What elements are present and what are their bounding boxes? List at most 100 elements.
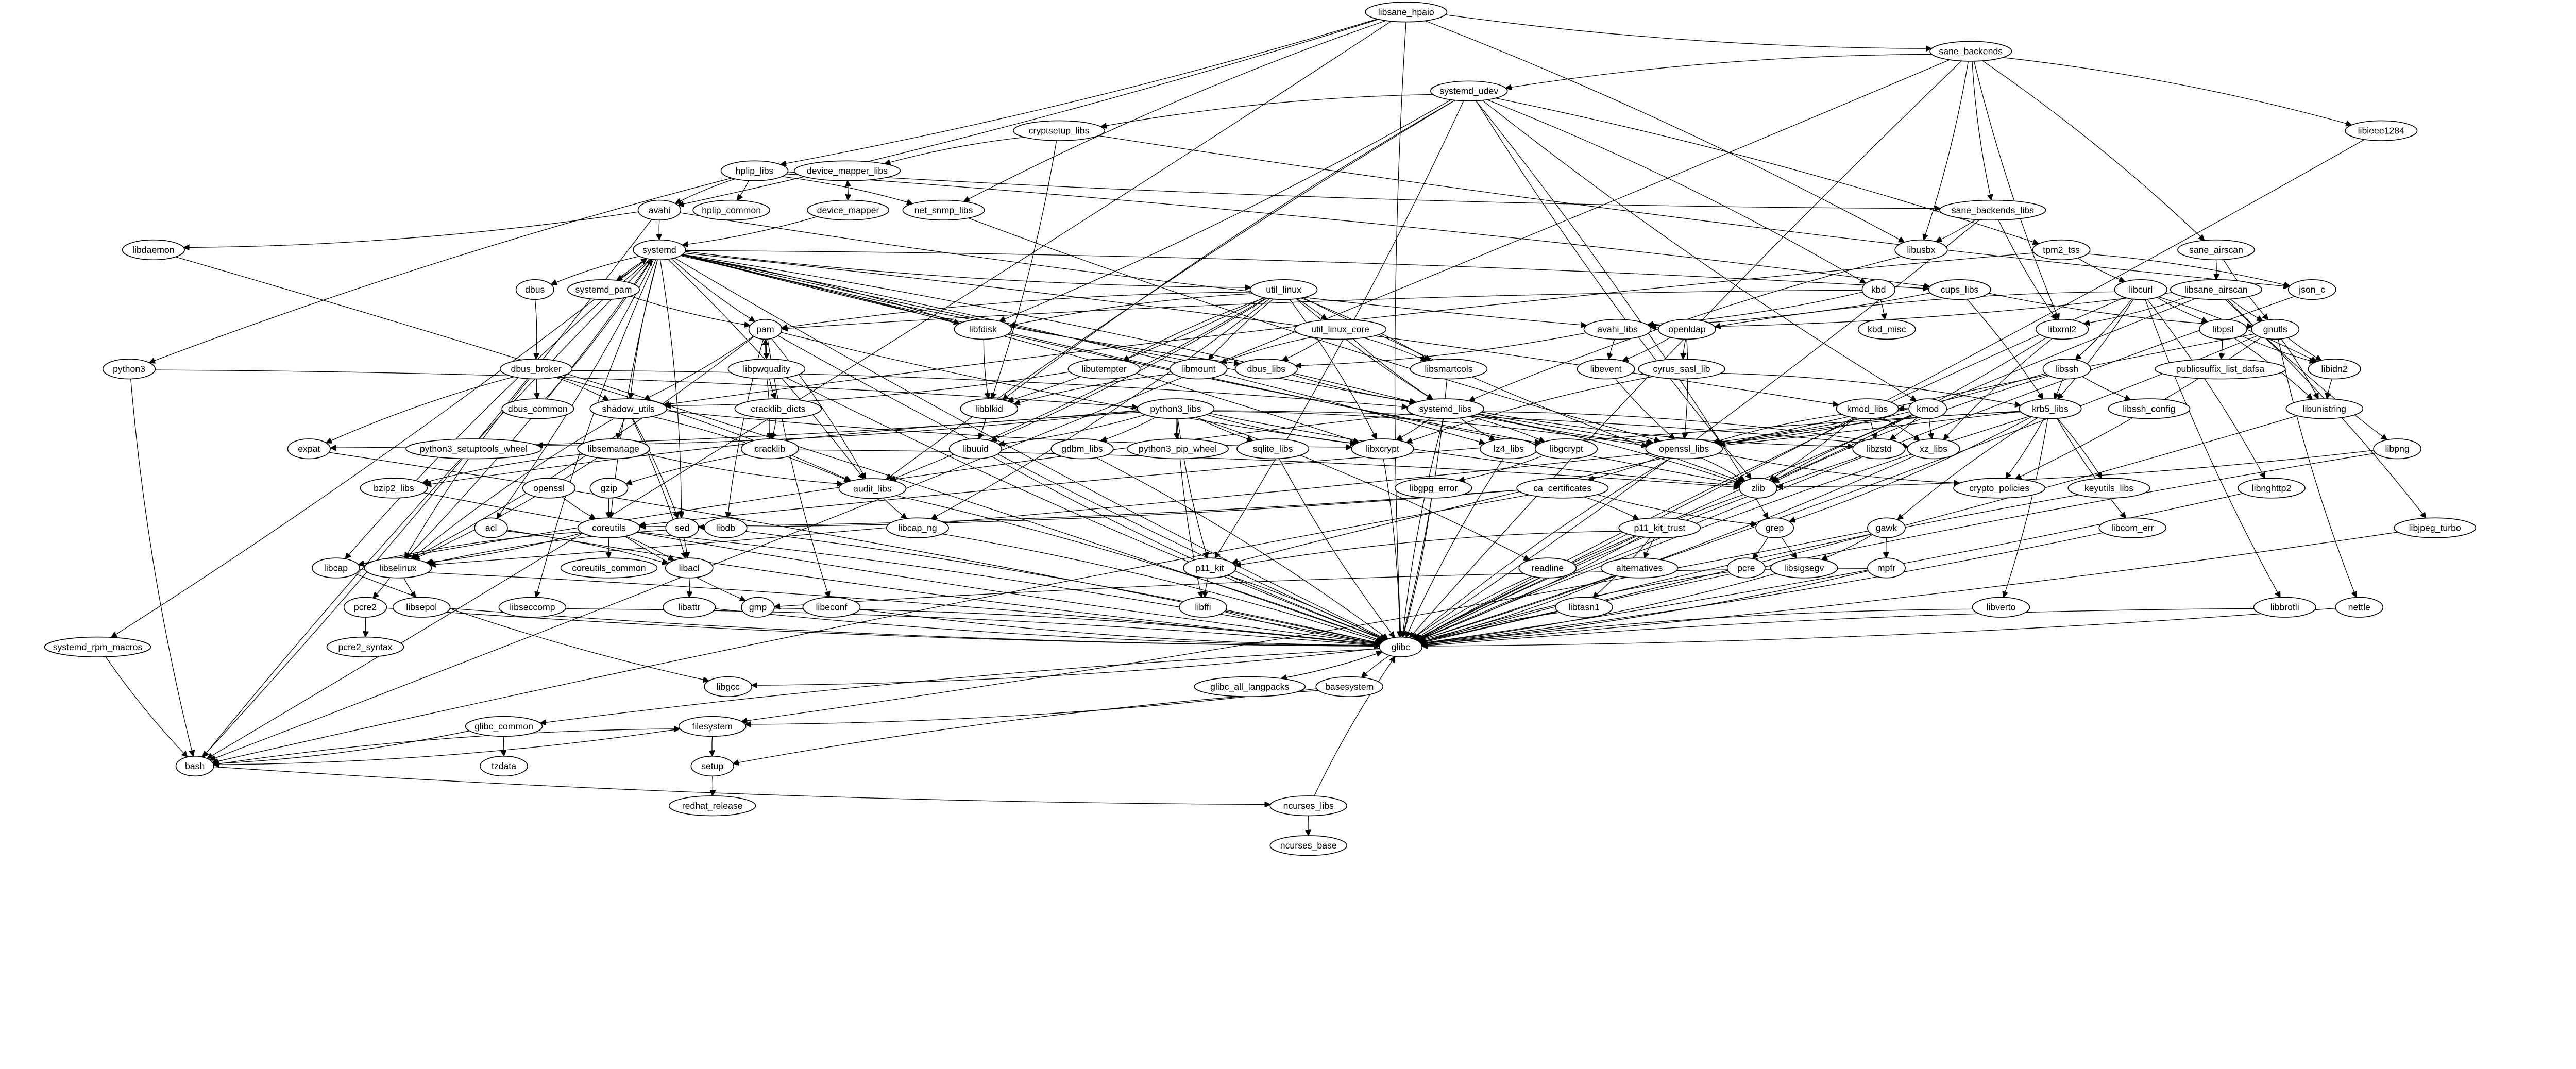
graph-node-ncurses-libs[interactable]: ncurses_libs	[1269, 795, 1348, 817]
graph-node-gdbm-libs[interactable]: gdbm_libs	[1050, 438, 1114, 460]
graph-node-libmount[interactable]: libmount	[1169, 359, 1228, 380]
graph-node-openldap[interactable]: openldap	[1658, 319, 1716, 340]
graph-node-dbus-libs[interactable]: dbus_libs	[1234, 359, 1298, 380]
graph-node-cracklib-dicts[interactable]: cracklib_dicts	[734, 398, 822, 419]
graph-node-systemd-libs[interactable]: systemd_libs	[1406, 398, 1484, 419]
graph-node-libsigsegv[interactable]: libsigsegv	[1770, 557, 1838, 579]
graph-node-lz4-libs[interactable]: lz4_libs	[1479, 438, 1538, 460]
graph-node-zlib[interactable]: zlib	[1739, 478, 1777, 499]
graph-node-publicsuffix-list-dafsa[interactable]: publicsuffix_list_dafsa	[2155, 359, 2286, 380]
graph-node-libsane-airscan[interactable]: libsane_airscan	[2170, 279, 2262, 300]
graph-node-libcurl[interactable]: libcurl	[2114, 279, 2167, 300]
graph-node-libevent[interactable]: libevent	[1577, 359, 1635, 380]
graph-node-net-snmp-libs[interactable]: net_snmp_libs	[902, 199, 985, 220]
graph-node-bash[interactable]: bash	[175, 755, 214, 777]
graph-node-dbus-broker[interactable]: dbus_broker	[500, 359, 573, 380]
graph-node-device-mapper-libs[interactable]: device_mapper_libs	[793, 160, 901, 181]
graph-node-libutempter[interactable]: libutempter	[1067, 359, 1141, 380]
graph-node-shadow-utils[interactable]: shadow_utils	[589, 398, 668, 419]
graph-node-coreutils-common[interactable]: coreutils_common	[560, 557, 658, 579]
graph-node-coreutils[interactable]: coreutils	[577, 517, 641, 538]
graph-node-libtasn1[interactable]: libtasn1	[1555, 597, 1613, 618]
graph-node-xz-libs[interactable]: xz_libs	[1907, 438, 1960, 460]
graph-node-python3-pip-wheel[interactable]: python3_pip_wheel	[1126, 438, 1229, 460]
graph-node-ncurses-base[interactable]: ncurses_base	[1269, 835, 1348, 856]
graph-node-libpng[interactable]: libpng	[2373, 438, 2421, 460]
graph-node-sqlite-libs[interactable]: sqlite_libs	[1236, 438, 1310, 460]
graph-node-pcre2-syntax[interactable]: pcre2_syntax	[326, 636, 404, 657]
graph-node-acl[interactable]: acl	[474, 517, 508, 538]
graph-node-cracklib[interactable]: cracklib	[740, 438, 799, 460]
graph-node-p11-kit[interactable]: p11_kit	[1183, 557, 1236, 579]
graph-node-libffi[interactable]: libffi	[1179, 597, 1227, 618]
graph-node-util-linux[interactable]: util_linux	[1249, 279, 1318, 300]
graph-node-gawk[interactable]: gawk	[1867, 517, 1906, 538]
graph-node-filesystem[interactable]: filesystem	[678, 716, 747, 737]
graph-node-expat[interactable]: expat	[287, 438, 331, 460]
graph-node-p11-kit-trust[interactable]: p11_kit_trust	[1618, 517, 1701, 538]
graph-node-pcre[interactable]: pcre	[1726, 557, 1766, 579]
graph-node-keyutils-libs[interactable]: keyutils_libs	[2067, 478, 2150, 499]
graph-node-libidn2[interactable]: libidn2	[2308, 359, 2361, 380]
graph-node-libnghttp2[interactable]: libnghttp2	[2238, 478, 2306, 499]
graph-node-avahi-libs[interactable]: avahi_libs	[1583, 319, 1652, 340]
graph-node-pam[interactable]: pam	[748, 319, 783, 340]
graph-node-pcre2[interactable]: pcre2	[343, 597, 387, 618]
graph-node-tzdata[interactable]: tzdata	[480, 755, 528, 777]
graph-node-libusbx[interactable]: libusbx	[1894, 239, 1948, 261]
graph-node-libzstd[interactable]: libzstd	[1852, 438, 1906, 460]
graph-node-libpsl[interactable]: libpsl	[2199, 319, 2247, 340]
graph-node-libcap[interactable]: libcap	[312, 557, 360, 579]
graph-node-libgcrypt[interactable]: libgcrypt	[1534, 438, 1598, 460]
graph-node-libssh[interactable]: libssh	[2042, 359, 2091, 380]
graph-node-python3-setuptools-wheel[interactable]: python3_setuptools_wheel	[405, 438, 542, 460]
graph-node-json-c[interactable]: json_c	[2287, 279, 2336, 300]
graph-node-device-mapper[interactable]: device_mapper	[806, 199, 890, 220]
graph-node-libjpeg-turbo[interactable]: libjpeg_turbo	[2394, 517, 2477, 538]
graph-node-libacl[interactable]: libacl	[665, 557, 714, 579]
graph-node-audit-libs[interactable]: audit_libs	[838, 478, 907, 499]
graph-node-systemd[interactable]: systemd	[633, 239, 686, 261]
graph-node-glibc[interactable]: glibc	[1379, 636, 1422, 657]
graph-node-hplip-libs[interactable]: hplip_libs	[720, 160, 789, 181]
graph-node-krb5-libs[interactable]: krb5_libs	[2019, 398, 2082, 419]
graph-node-systemd-pam[interactable]: systemd_pam	[567, 279, 640, 300]
graph-node-bzip2-libs[interactable]: bzip2_libs	[360, 478, 428, 499]
graph-node-glibc-all-langpacks[interactable]: glibc_all_langpacks	[1194, 676, 1306, 697]
graph-node-gzip[interactable]: gzip	[589, 478, 629, 499]
graph-node-systemd-udev[interactable]: systemd_udev	[1430, 80, 1508, 101]
graph-node-libpwquality[interactable]: libpwquality	[727, 359, 806, 380]
graph-node-openssl[interactable]: openssl	[522, 478, 576, 499]
graph-node-setup[interactable]: setup	[690, 755, 734, 777]
graph-node-libcap-ng[interactable]: libcap_ng	[886, 517, 950, 538]
graph-node-avahi[interactable]: avahi	[637, 199, 682, 220]
graph-node-libxcrypt[interactable]: libxcrypt	[1351, 438, 1414, 460]
graph-node-redhat-release[interactable]: redhat_release	[668, 795, 756, 817]
graph-node-libgpg-error[interactable]: libgpg_error	[1394, 478, 1472, 499]
graph-node-libseccomp[interactable]: libseccomp	[498, 597, 567, 618]
graph-node-sed[interactable]: sed	[665, 517, 699, 538]
graph-node-libcom-err[interactable]: libcom_err	[2098, 517, 2167, 538]
graph-node-libxml2[interactable]: libxml2	[2036, 319, 2089, 340]
graph-node-libgcc[interactable]: libgcc	[704, 676, 753, 697]
graph-node-readline[interactable]: readline	[1518, 557, 1577, 579]
graph-node-nettle[interactable]: nettle	[2335, 597, 2384, 618]
graph-node-sane-backends[interactable]: sane_backends	[1929, 41, 2012, 62]
graph-node-basesystem[interactable]: basesystem	[1315, 676, 1384, 697]
graph-node-libsane-hpaio[interactable]: libsane_hpaio	[1365, 2, 1448, 23]
graph-node-kmod[interactable]: kmod	[1908, 398, 1947, 419]
graph-node-cups-libs[interactable]: cups_libs	[1928, 279, 1991, 300]
graph-node-libunistring[interactable]: libunistring	[2285, 398, 2364, 419]
graph-node-grep[interactable]: grep	[1755, 517, 1794, 538]
graph-node-openssl-libs[interactable]: openssl_libs	[1645, 438, 1723, 460]
graph-node-libsmartcols[interactable]: libsmartcols	[1410, 359, 1488, 380]
graph-node-libdaemon[interactable]: libdaemon	[122, 239, 185, 261]
graph-node-cryptsetup-libs[interactable]: cryptsetup_libs	[1013, 120, 1106, 141]
graph-node-libssh-config[interactable]: libssh_config	[2108, 398, 2191, 419]
graph-node-python3[interactable]: python3	[102, 359, 156, 380]
graph-node-gmp[interactable]: gmp	[741, 597, 775, 618]
graph-node-systemd-rpm-macros[interactable]: systemd_rpm_macros	[44, 636, 151, 657]
graph-node-glibc-common[interactable]: glibc_common	[465, 716, 543, 737]
graph-node-libbrotli[interactable]: libbrotli	[2253, 597, 2316, 618]
graph-node-mpfr[interactable]: mpfr	[1867, 557, 1906, 579]
